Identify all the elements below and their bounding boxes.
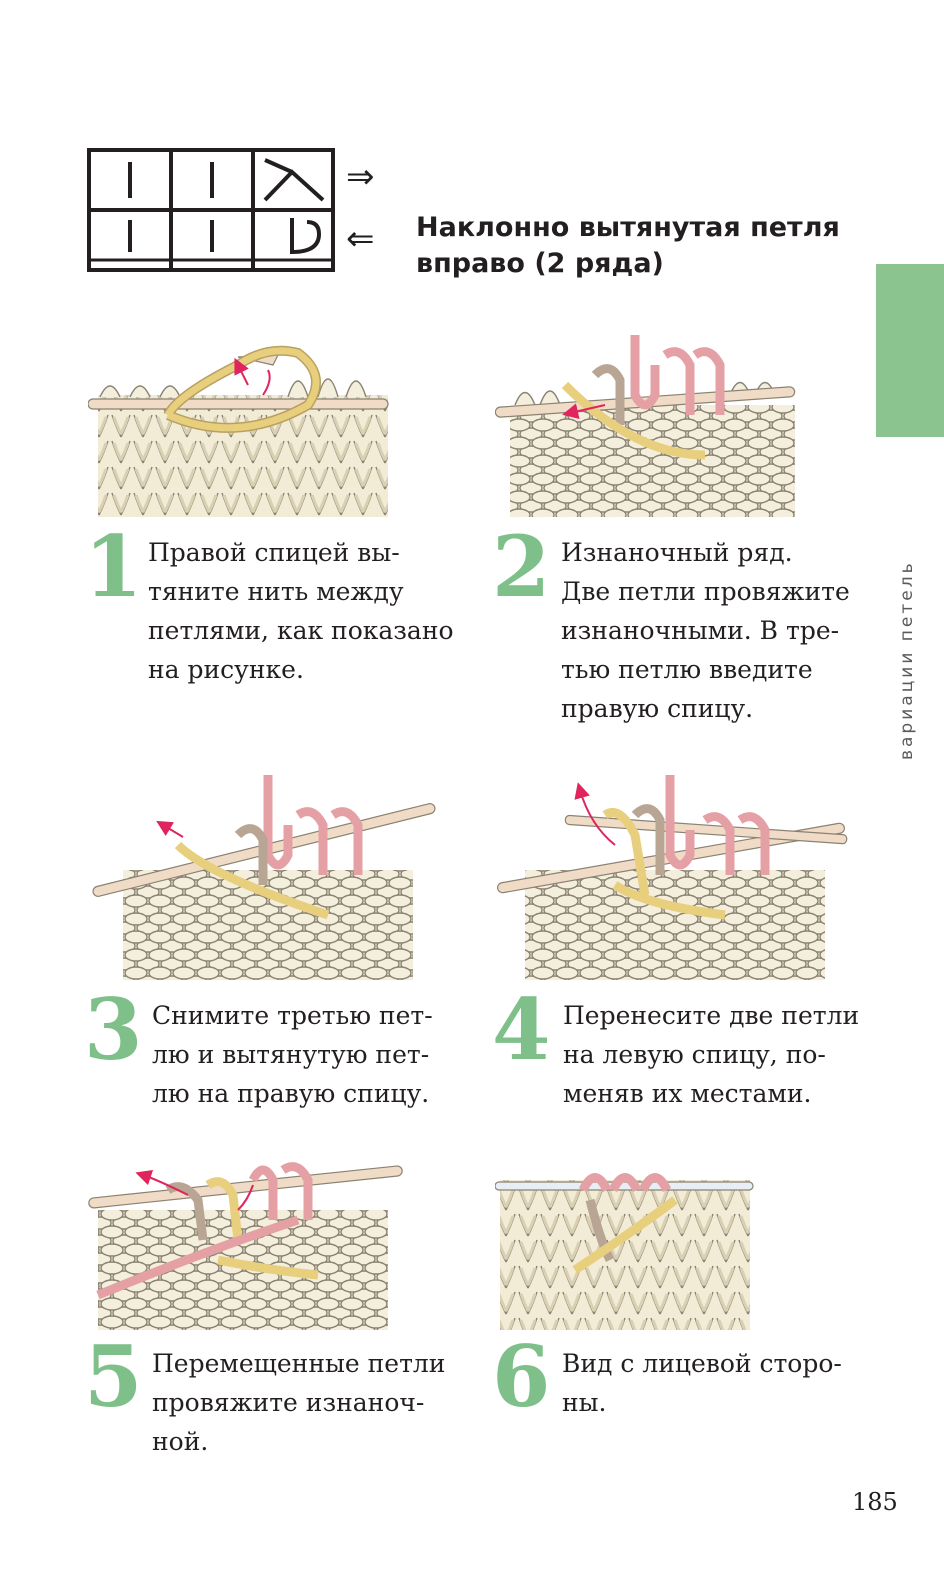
step-6-illustration	[495, 1173, 754, 1330]
right-slant-symbol	[263, 169, 325, 202]
stitch-chart	[87, 148, 335, 272]
chapter-tab	[876, 264, 944, 437]
step-5-illustration	[88, 1162, 403, 1330]
step-4-number: 4	[492, 980, 551, 1079]
step-3-illustration	[92, 775, 436, 980]
step-6-number: 6	[492, 1327, 551, 1426]
step-2-illustration	[495, 335, 796, 517]
page-title: Наклонно вытянутая петля вправо (2 ряда)	[416, 212, 840, 279]
row-direction-left-icon: ⇐	[346, 219, 375, 259]
step-2-number: 2	[492, 517, 551, 616]
step-1-number: 1	[84, 517, 143, 616]
step-1-text: Правой спицей вы- тяните нить между петл…	[148, 538, 454, 684]
step-3-number: 3	[84, 980, 143, 1079]
step-6-text: Вид с лицевой сторо- ны.	[562, 1349, 842, 1417]
step-2-text: Изнаночный ряд. Две петли провяжите изна…	[561, 538, 850, 723]
step-1-illustration	[88, 345, 389, 517]
step-3-text: Снимите третью пет- лю и вытянутую пет- …	[152, 1001, 433, 1108]
row-direction-right-icon: ⇒	[346, 157, 375, 197]
hook-symbol	[290, 218, 322, 255]
step-4-illustration	[496, 775, 848, 980]
step-5-text: Перемещенные петли провяжите изнаноч- но…	[152, 1349, 446, 1456]
step-5-number: 5	[84, 1327, 143, 1426]
page-number: 185	[852, 1488, 898, 1516]
step-4-text: Перенесите две петли на левую спицу, по-…	[563, 1001, 860, 1108]
chapter-label: вариации петель	[897, 560, 917, 760]
